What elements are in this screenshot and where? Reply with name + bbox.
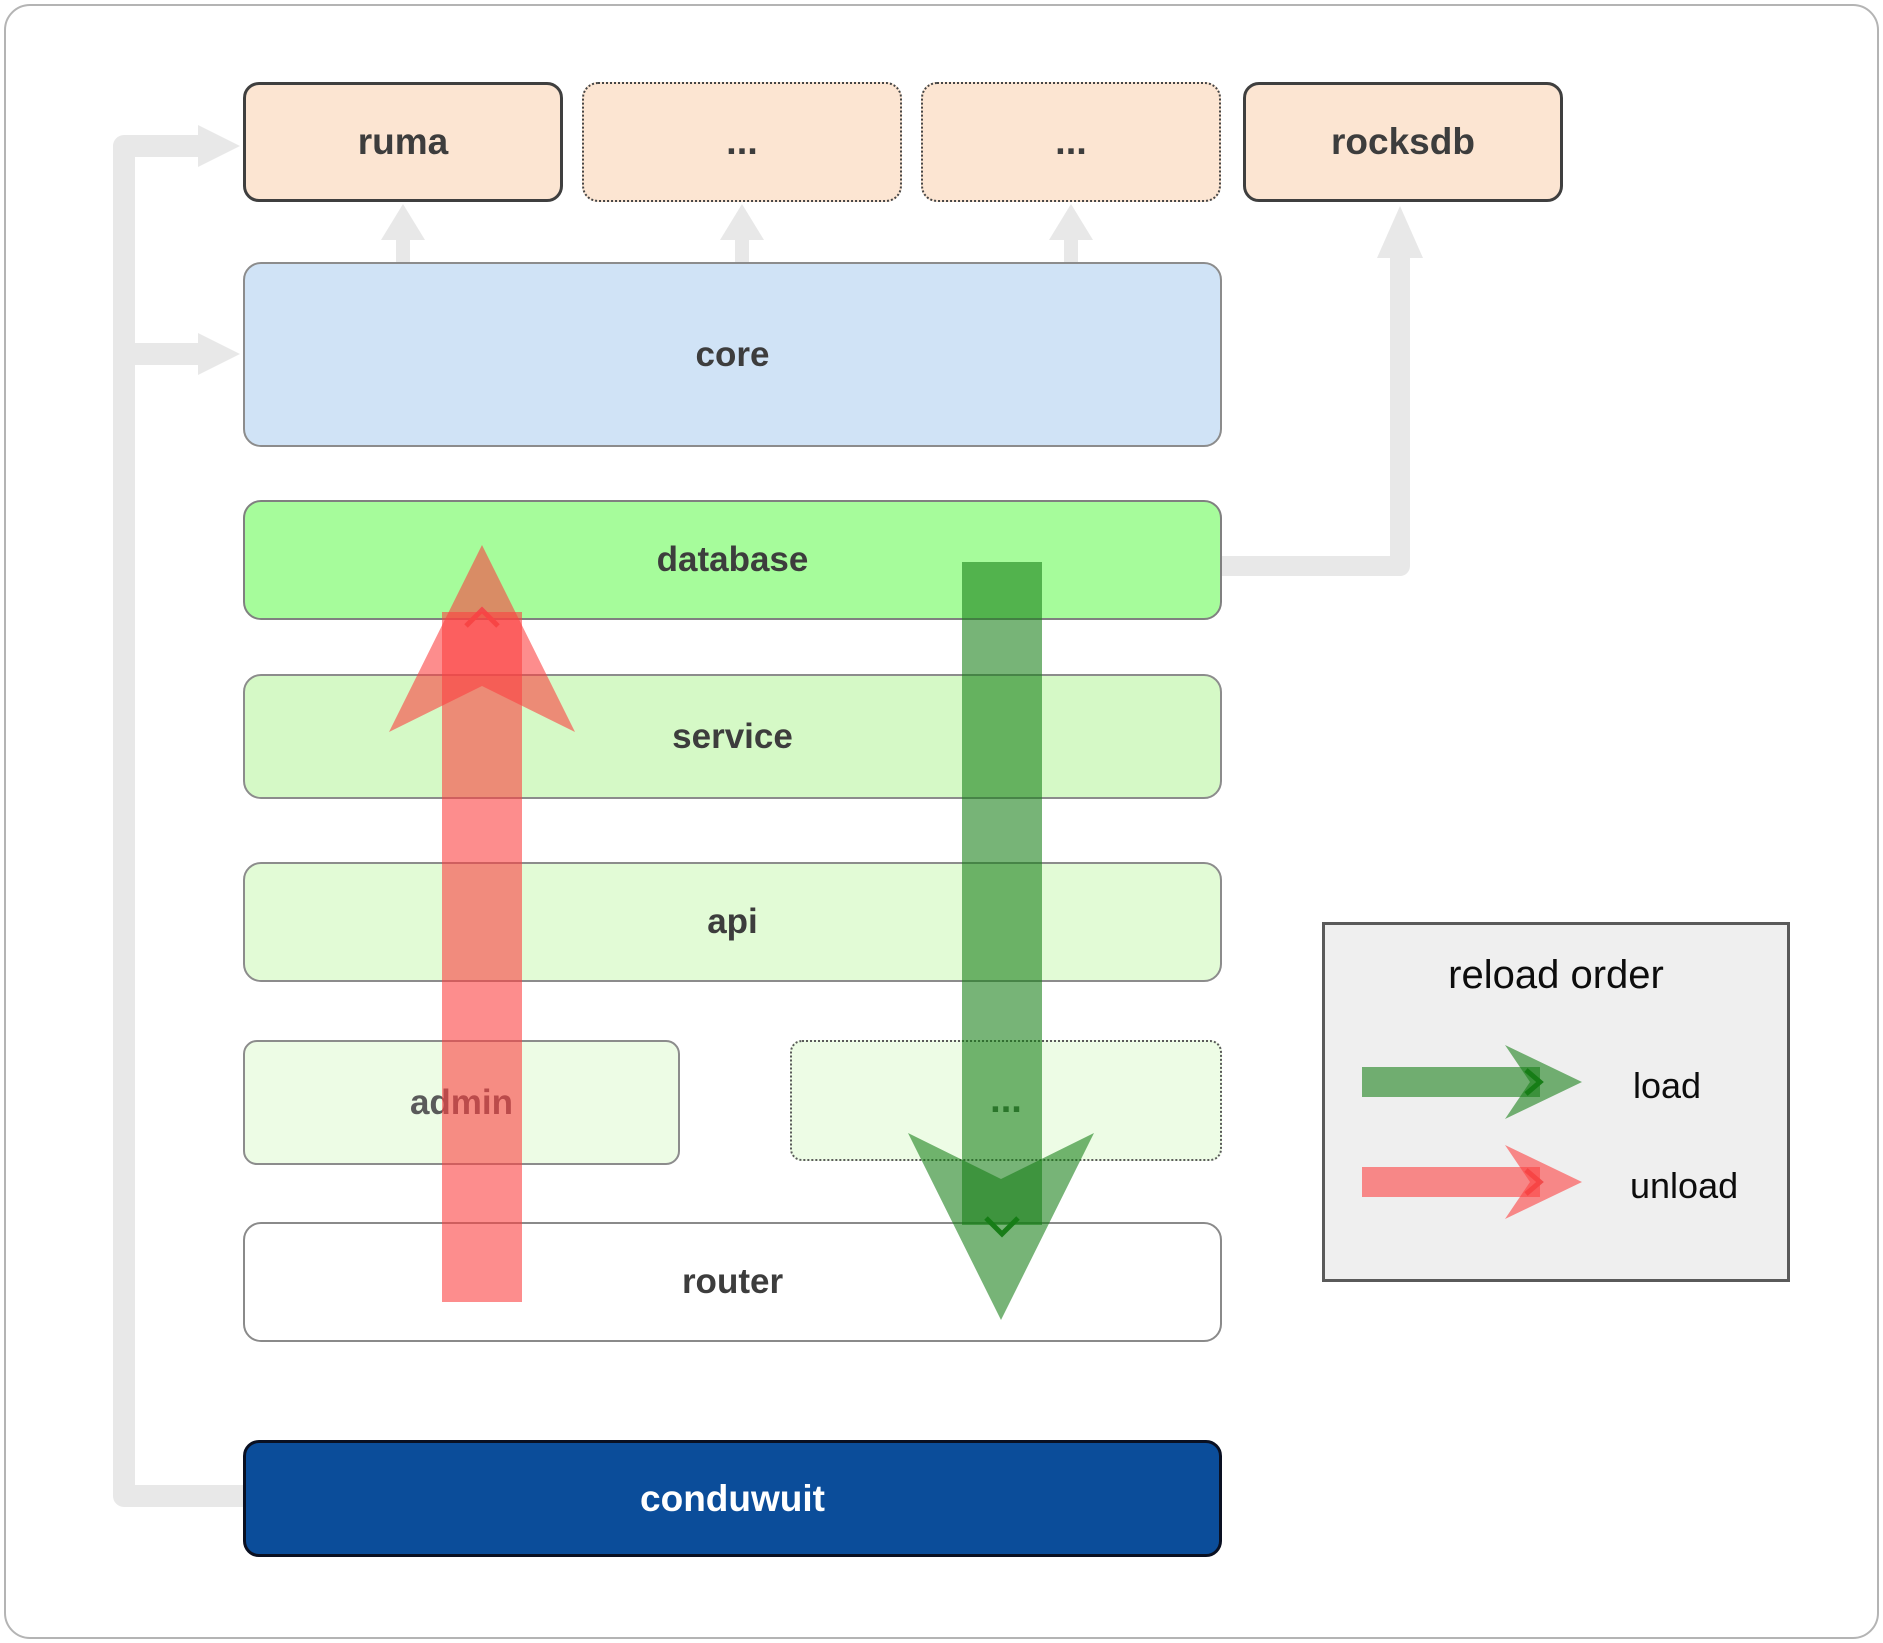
box-ruma: ruma — [243, 82, 563, 202]
diagram-outer-border — [4, 4, 1879, 1639]
box-service: service — [243, 674, 1222, 799]
legend-title: reload order — [1448, 953, 1664, 997]
box-admin: admin — [243, 1040, 680, 1165]
box-router: router — [243, 1222, 1222, 1342]
reload-order-legend: reload order load unload — [1322, 922, 1790, 1282]
box-ellipsis-2: ... — [921, 82, 1221, 202]
box-database: database — [243, 500, 1222, 620]
box-core: core — [243, 262, 1222, 447]
legend-unload-label: unload — [1630, 1165, 1739, 1206]
box-ellipsis-3: ... — [790, 1040, 1222, 1161]
box-ellipsis-1: ... — [582, 82, 902, 202]
legend-load-label: load — [1633, 1065, 1702, 1106]
box-rocksdb: rocksdb — [1243, 82, 1563, 202]
box-api: api — [243, 862, 1222, 982]
box-conduwuit: conduwuit — [243, 1440, 1222, 1557]
